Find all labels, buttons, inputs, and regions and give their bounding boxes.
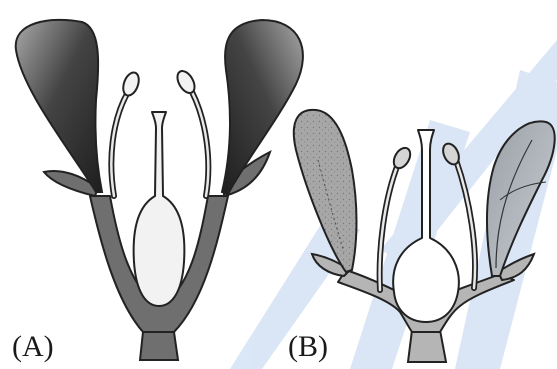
- flower-b: [294, 110, 555, 362]
- flower-b-pedicel: [408, 330, 446, 362]
- flower-a-anther-left: [120, 70, 141, 97]
- flower-a-pedicel: [140, 332, 178, 360]
- panel-label-b: (B): [288, 332, 328, 362]
- flower-a-petal-left: [16, 20, 102, 192]
- panel-label-a: (A): [12, 332, 54, 362]
- flower-a-pistil: [134, 112, 185, 306]
- flower-a: [16, 20, 303, 360]
